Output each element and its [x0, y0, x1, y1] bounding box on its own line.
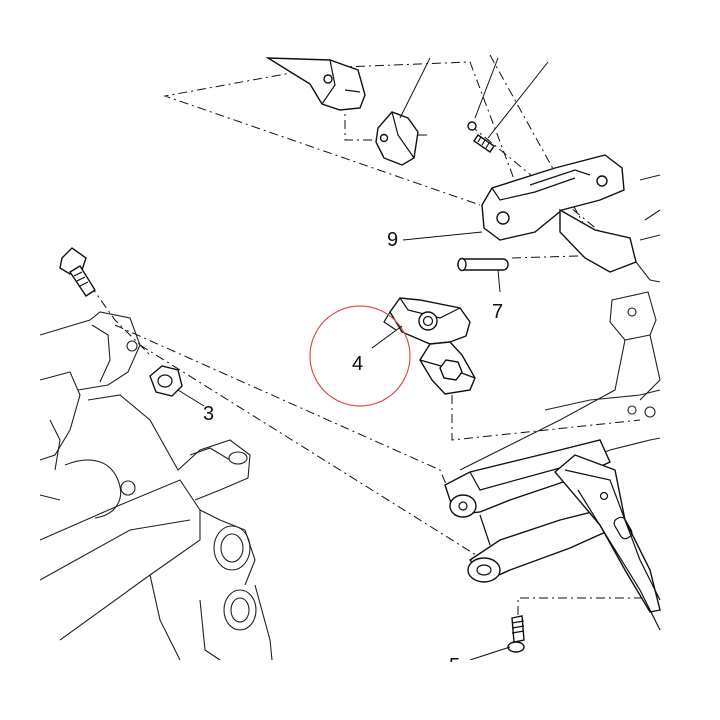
- top-cushion-block: [265, 57, 366, 111]
- center-bracket: [383, 297, 476, 395]
- left-bolt: [59, 247, 96, 297]
- rubber-pad: [375, 111, 419, 166]
- bottom-bolt: [507, 615, 525, 653]
- leader-lines: [177, 57, 549, 661]
- assembly-line-bolt-left: [89, 284, 151, 356]
- nut: [149, 365, 183, 397]
- upper-mount-bracket: [481, 154, 637, 273]
- assembly-line-top-right: [317, 61, 521, 196]
- assembly-line-right-frame: [489, 54, 599, 251]
- right-mask: [661, 0, 720, 720]
- callout-3: 3: [203, 403, 214, 425]
- spring-washer: [467, 121, 495, 153]
- highlight-circle: [309, 305, 411, 407]
- assembly-line-long-2: [139, 344, 501, 571]
- callout-9: 9: [387, 229, 398, 251]
- callout-7: 7: [492, 301, 503, 323]
- assembly-line-bracket-down: [451, 395, 641, 441]
- callout-4: 4: [352, 353, 363, 375]
- bottom-mask: [0, 660, 720, 720]
- diagonal-plate: [554, 454, 661, 631]
- pin: [457, 257, 509, 272]
- callout-5-visible: 5: [449, 655, 460, 677]
- assembly-line-top-left: [163, 67, 481, 206]
- lower-arm: [444, 439, 611, 583]
- assembly-line-long-1: [114, 324, 456, 506]
- assembly-line-bottom-bolt: [517, 597, 650, 615]
- left-frame: [39, 311, 273, 661]
